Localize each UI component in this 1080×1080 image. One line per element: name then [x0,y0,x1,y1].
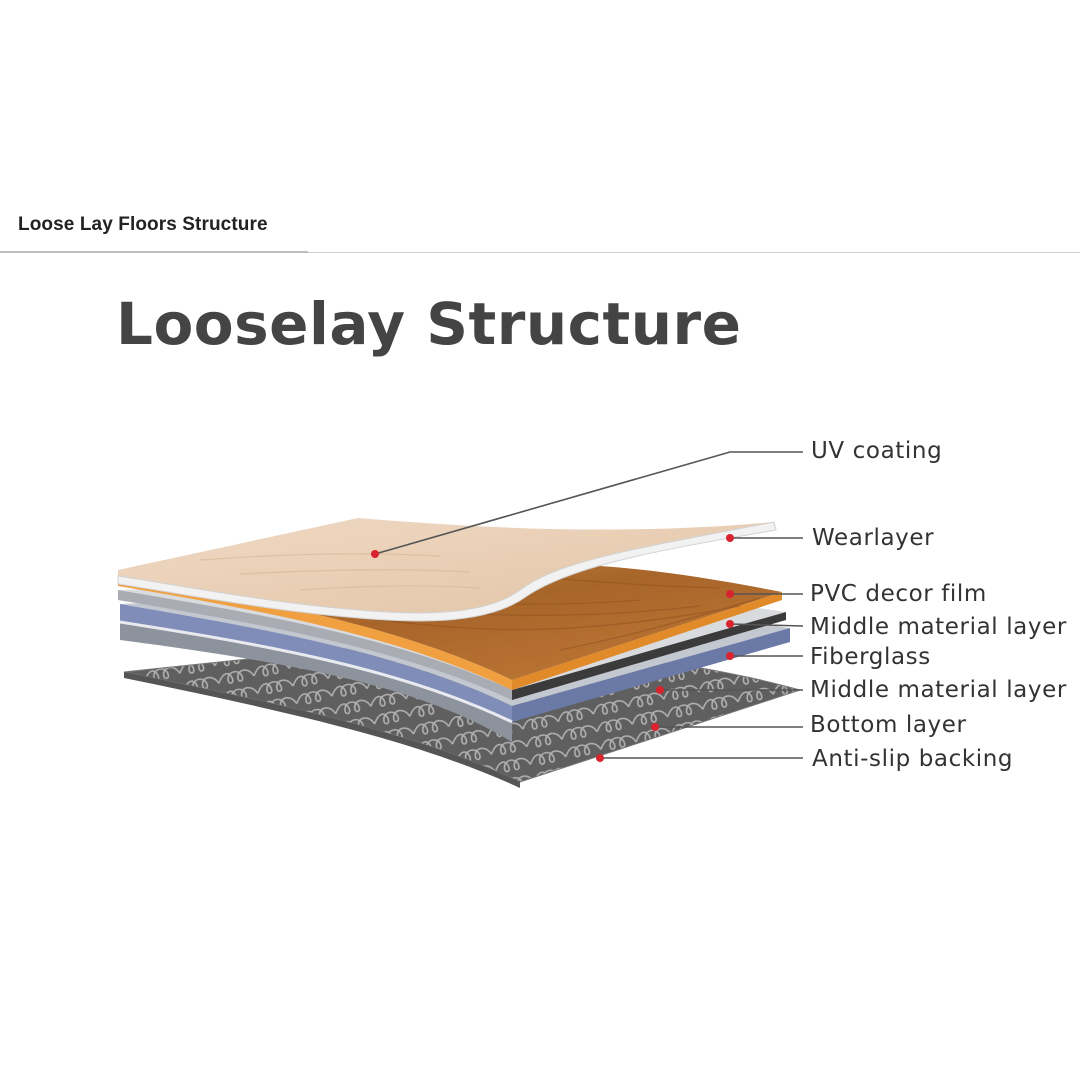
label-fiberglass: Fiberglass [810,644,931,670]
label-pvc-decor-film: PVC decor film [810,581,987,607]
header-divider [0,252,1080,253]
markers [371,534,734,762]
leader-lines [374,451,804,759]
marker-bottom-layer [651,723,659,731]
marker-fiberglass [726,652,734,660]
marker-middle-upper [726,620,734,628]
marker-uv-coating [371,550,379,558]
layer-uv-wearlayer-sheet [117,518,777,622]
section-header-title: Loose Lay Floors Structure [18,214,268,235]
label-middle-material-layer-1: Middle material layer [810,614,1067,640]
marker-anti-slip [596,754,604,762]
layer-bottom [120,618,512,742]
marker-pvc-decor-film [726,590,734,598]
label-wearlayer: Wearlayer [812,525,935,551]
marker-wearlayer [726,534,734,542]
diagram-title: Looselay Structure [116,290,742,358]
marker-middle-lower [656,686,664,694]
label-middle-material-layer-2: Middle material layer [810,677,1067,703]
header-divider-accent [0,251,308,253]
label-uv-coating: UV coating [811,438,943,464]
label-anti-slip-backing: Anti-slip backing [812,746,1014,772]
label-bottom-layer: Bottom layer [810,712,967,738]
